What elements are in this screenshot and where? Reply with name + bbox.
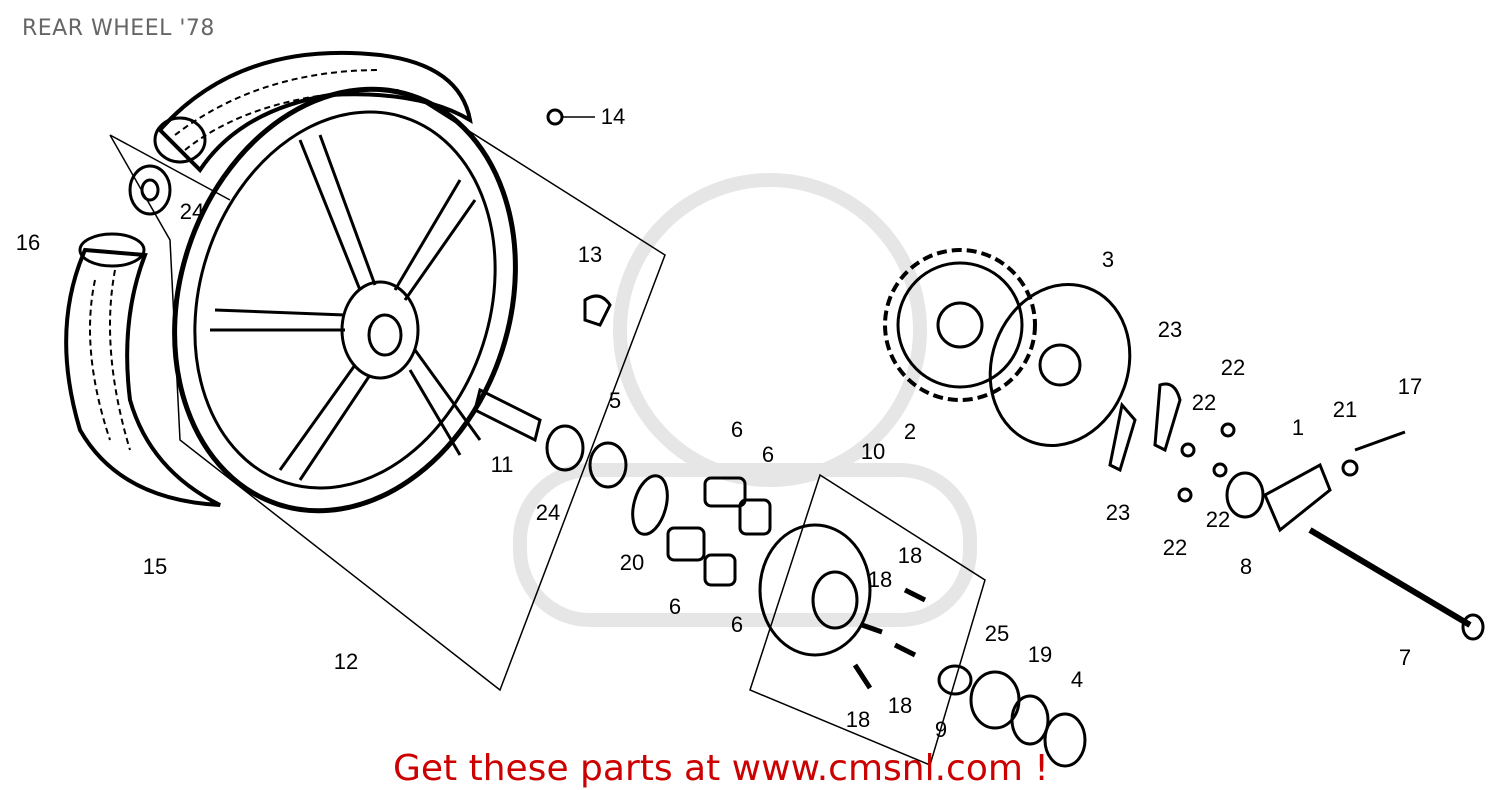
callout-14: 14 — [600, 104, 626, 129]
callout-16: 16 — [15, 230, 41, 255]
callout-18: 18 — [867, 567, 893, 592]
callout-6: 6 — [761, 442, 775, 467]
hub-outline-10 — [749, 473, 986, 767]
callout-6: 6 — [730, 417, 744, 442]
lockwasher-23a — [1153, 382, 1182, 453]
callout-20: 20 — [619, 550, 645, 575]
assembly-outline-12 — [109, 99, 666, 692]
tire-lower — [64, 247, 221, 507]
callout-22: 22 — [1205, 507, 1231, 532]
callout-8: 8 — [1239, 554, 1253, 579]
callout-22: 22 — [1191, 390, 1217, 415]
clip-13 — [583, 294, 612, 327]
axle-7 — [1308, 527, 1472, 628]
wheel-rim — [172, 86, 518, 514]
cms-watermark — [513, 173, 977, 627]
callout-24: 24 — [179, 199, 205, 224]
cmsnl-link[interactable]: Get these parts at www.cmsnl.com ! — [393, 748, 1049, 789]
callout-17: 17 — [1397, 374, 1423, 399]
callout-5: 5 — [608, 388, 622, 413]
callout-6: 6 — [730, 612, 744, 637]
callout-12: 12 — [333, 649, 359, 674]
callout-22: 22 — [1220, 355, 1246, 380]
collar-8 — [1225, 471, 1265, 519]
bolt-17 — [1354, 430, 1406, 452]
tire-upper — [157, 50, 473, 174]
callout-18: 18 — [897, 543, 923, 568]
callout-24: 24 — [535, 500, 561, 525]
page-title: REAR WHEEL '78 — [22, 16, 215, 41]
callout-4: 4 — [1070, 667, 1084, 692]
callout-10: 10 — [860, 439, 886, 464]
callout-1: 1 — [1291, 415, 1305, 440]
seal-5 — [588, 441, 628, 489]
callout-6: 6 — [668, 594, 682, 619]
callout-7: 7 — [1398, 645, 1412, 670]
bolt-14 — [546, 108, 564, 126]
callout-11: 11 — [490, 452, 514, 477]
callout-15: 15 — [142, 554, 168, 579]
damper-6d — [703, 553, 737, 587]
seal-19 — [1010, 694, 1050, 746]
collar-9 — [937, 664, 973, 696]
callout-13: 13 — [577, 242, 603, 267]
tire-valve-end — [153, 116, 207, 164]
callout-21: 21 — [1332, 397, 1358, 422]
driven-flange — [758, 523, 872, 657]
callout-2: 2 — [903, 419, 917, 444]
callout-18: 18 — [887, 693, 913, 718]
callout-19: 19 — [1027, 642, 1053, 667]
lockwasher-23b — [1108, 401, 1137, 473]
chain-adjuster-1 — [1263, 462, 1332, 533]
nut-21 — [1341, 459, 1359, 477]
damper-6a — [703, 476, 747, 508]
tire-tube-16 — [78, 232, 146, 268]
studs-18 — [852, 587, 927, 690]
bearing-4 — [1043, 712, 1087, 768]
damper-6c — [666, 526, 706, 562]
sprocket-plate-3 — [988, 283, 1132, 447]
o-ring-20 — [631, 474, 669, 536]
callout-9: 9 — [934, 717, 948, 742]
callout-25: 25 — [984, 621, 1010, 646]
collar-11 — [473, 387, 542, 443]
callout-23: 23 — [1105, 500, 1131, 525]
callout-18: 18 — [845, 707, 871, 732]
bearing-24b — [545, 424, 585, 472]
sprocket-2 — [883, 248, 1037, 402]
wheel-spokes — [210, 134, 482, 481]
callout-3: 3 — [1101, 247, 1115, 272]
callout-23: 23 — [1157, 317, 1183, 342]
bearing-24 — [128, 164, 172, 216]
callout-22: 22 — [1162, 535, 1188, 560]
damper-6b — [738, 498, 772, 536]
nuts-22 — [1177, 422, 1236, 503]
